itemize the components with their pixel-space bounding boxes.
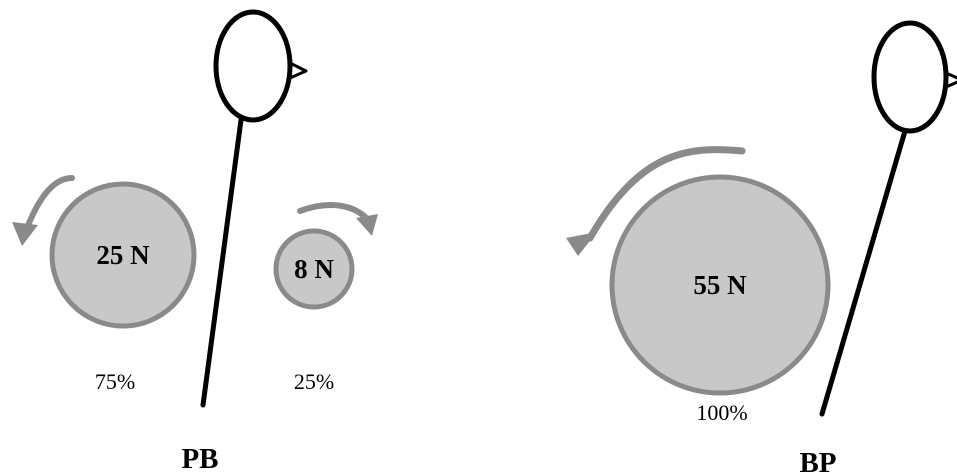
nose-icon — [289, 61, 308, 80]
force-circle — [273, 228, 355, 310]
panel-pb: 25 N 75% 8 N 25% PB — [12, 9, 378, 475]
nose-icon — [945, 71, 957, 89]
force-circle-25n: 25 N — [49, 181, 197, 329]
percent-label: 100% — [696, 400, 747, 425]
rotation-arrow-counterclockwise-icon — [12, 175, 75, 246]
rotation-arrow-clockwise-icon — [297, 202, 378, 236]
panel-title: PB — [181, 443, 218, 475]
stick-line — [200, 117, 244, 408]
force-circle-55n: 55 N — [609, 174, 831, 396]
force-circle — [609, 174, 831, 396]
head-ellipse — [871, 20, 949, 134]
force-label: 25 N — [96, 240, 150, 270]
force-circle — [49, 181, 197, 329]
percent-label: 75% — [95, 369, 135, 394]
figure-bp — [819, 20, 957, 417]
panel-bp: 55 N 100% BP — [566, 20, 957, 476]
force-label: 55 N — [693, 270, 747, 300]
rotation-arrow-counterclockwise-icon — [566, 146, 746, 256]
figure-pb — [200, 9, 308, 408]
percent-label: 25% — [294, 369, 334, 394]
force-circle-8n: 8 N — [273, 228, 355, 310]
head-ellipse — [213, 9, 293, 123]
stick-line — [819, 128, 908, 417]
panel-title: BP — [799, 447, 836, 476]
force-label: 8 N — [294, 254, 334, 284]
